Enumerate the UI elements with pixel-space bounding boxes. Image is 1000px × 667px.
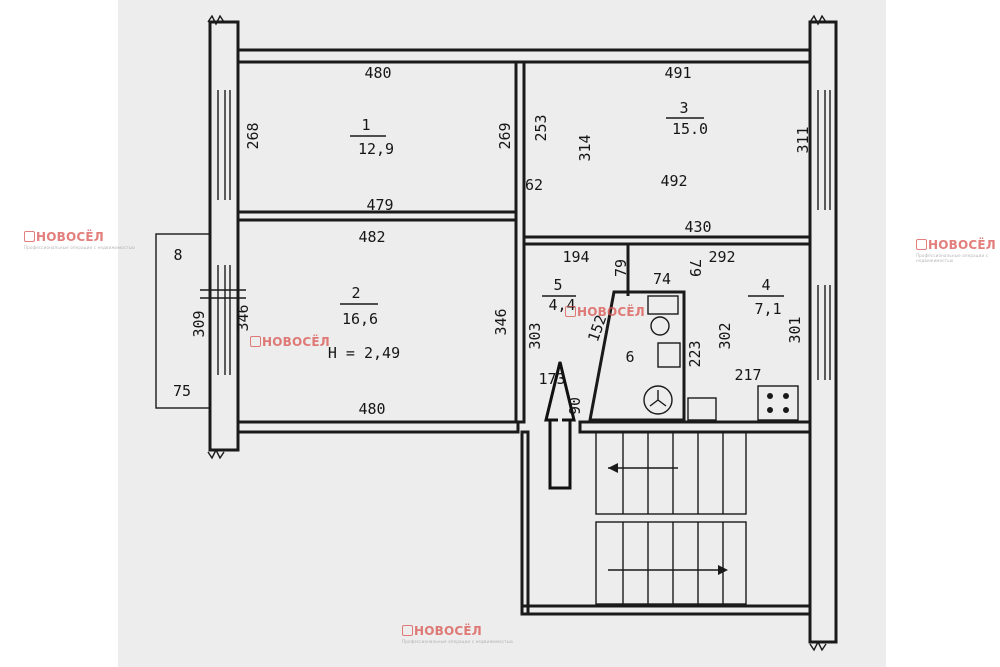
dim-room3-small: 62 — [525, 176, 543, 194]
room-2-number: 2 — [351, 284, 360, 302]
break-mark — [207, 448, 225, 460]
stair-flight-upper — [595, 431, 747, 515]
dim-room1-right: 269 — [496, 122, 514, 149]
break-mark — [207, 14, 225, 26]
watermark-tagline: Профессиональные операции с недвижимость… — [916, 253, 989, 263]
kitchen-sink-icon — [687, 397, 717, 421]
room-1-area: 12,9 — [358, 140, 394, 158]
room-3-area: 15.0 — [672, 120, 708, 138]
room-1-number: 1 — [361, 116, 370, 134]
dim-balcony-width: 75 — [173, 382, 191, 400]
dim-hall-top: 194 — [562, 248, 589, 266]
watermark-logo: НОВОСЁЛ Профессиональные операции с недв… — [916, 238, 1000, 263]
burner-icon — [767, 393, 773, 399]
room-3-number: 3 — [679, 99, 688, 117]
left-exterior-wall — [208, 20, 240, 452]
dim-room2-left: 346 — [234, 304, 252, 331]
dim-kitchen-right: 301 — [786, 316, 804, 343]
stair-wall-bottom — [520, 604, 812, 616]
break-mark — [809, 14, 827, 26]
top-exterior-wall — [236, 48, 812, 64]
fixtures — [643, 295, 799, 421]
watermark-brand: НОВОСЁЛ — [928, 238, 996, 252]
shower-drain-icon — [643, 385, 673, 415]
partition-room3-bottom — [522, 235, 812, 246]
dim-room3-bottom: 430 — [684, 218, 711, 236]
dim-room2-right: 346 — [492, 308, 510, 335]
stair-wall-left — [520, 430, 530, 616]
logo-box-icon — [916, 239, 927, 250]
watermark-brand: НОВОСЁЛ — [36, 230, 104, 244]
watermark-brand: НОВОСЁЛ — [577, 305, 645, 319]
stair-flight-lower — [595, 521, 747, 605]
dim-door-mark: 90 — [566, 397, 584, 415]
logo-box-icon — [565, 306, 576, 317]
watermark-logo: НОВОСЁЛ Профессиональные операции с недв… — [402, 624, 513, 644]
dim-nook-right: 79 — [686, 259, 704, 277]
stair-arrow-head — [608, 463, 618, 473]
dim-room3-top: 491 — [664, 64, 691, 82]
dim-kitchen-bottom: 217 — [734, 366, 761, 384]
room-6-number: 6 — [625, 348, 634, 366]
dim-nook-top: 74 — [653, 270, 671, 288]
bathroom-sink-frame — [647, 295, 679, 315]
burner-icon — [783, 393, 789, 399]
watermark-logo: НОВОСЁЛ — [565, 305, 645, 319]
logo-box-icon — [402, 625, 413, 636]
dim-room1-bottom: 479 — [366, 196, 393, 214]
logo-box-icon — [24, 231, 35, 242]
watermark-logo: НОВОСЁЛ — [250, 335, 330, 349]
room-4-number: 4 — [761, 276, 770, 294]
room-labels: 1 12,9 2 16,6 H = 2,49 3 15.0 4 7,1 5 4,… — [328, 99, 784, 366]
floor-plan: 1 12,9 2 16,6 H = 2,49 3 15.0 4 7,1 5 4,… — [155, 14, 838, 652]
dim-room2-top: 482 — [358, 228, 385, 246]
dim-bath-right: 223 — [686, 340, 704, 367]
ceiling-height: H = 2,49 — [328, 344, 400, 362]
right-exterior-wall — [808, 20, 838, 644]
dim-room3-left-b: 314 — [576, 134, 594, 161]
dim-balcony-top: 8 — [173, 246, 182, 264]
watermark-brand: НОВОСЁЛ — [262, 335, 330, 349]
dim-room1-left: 268 — [244, 122, 262, 149]
break-mark — [809, 640, 827, 652]
burner-icon — [767, 407, 773, 413]
bottom-wall-right — [578, 420, 812, 434]
dim-hall-left: 303 — [526, 322, 544, 349]
balcony-outline — [155, 233, 211, 409]
logo-box-icon — [250, 336, 261, 347]
bathroom-wall — [588, 290, 686, 422]
dim-hall-bottom: 173 — [538, 370, 565, 388]
entrance-arrow-icon — [544, 361, 576, 490]
dim-room3-left-a: 253 — [532, 114, 550, 141]
dim-room3-inner: 492 — [660, 172, 687, 190]
dim-kitchen-left: 302 — [716, 322, 734, 349]
dim-kitchen-top: 292 — [708, 248, 735, 266]
dim-room3-right: 311 — [794, 126, 812, 153]
stair-arrow-head — [718, 565, 728, 575]
toilet-icon — [650, 316, 670, 336]
burner-icon — [783, 407, 789, 413]
dim-nook-left: 79 — [612, 259, 630, 277]
plan-sheet: 1 12,9 2 16,6 H = 2,49 3 15.0 4 7,1 5 4,… — [118, 0, 886, 667]
dim-balcony-depth: 309 — [190, 310, 208, 337]
watermark-brand: НОВОСЁЛ — [414, 624, 482, 638]
watermark-tagline: Профессиональные операции с недвижимость… — [24, 245, 135, 250]
watermark-logo: НОВОСЁЛ Профессиональные операции с недв… — [24, 230, 135, 250]
room-4-area: 7,1 — [754, 300, 781, 318]
room-5-area: 4,4 — [548, 296, 575, 314]
washbasin-icon — [657, 342, 681, 368]
stove-icon — [757, 385, 799, 421]
room-5-number: 5 — [553, 276, 562, 294]
room-2-area: 16,6 — [342, 310, 378, 328]
shower-spokes — [649, 390, 667, 407]
walls — [155, 14, 838, 652]
dim-room1-top: 480 — [364, 64, 391, 82]
bottom-wall-left — [236, 420, 520, 434]
watermark-tagline: Профессиональные операции с недвижимость… — [402, 639, 513, 644]
dimension-labels: 480 268 269 479 482 346 346 480 491 253 … — [173, 64, 812, 418]
dim-room2-bottom: 480 — [358, 400, 385, 418]
